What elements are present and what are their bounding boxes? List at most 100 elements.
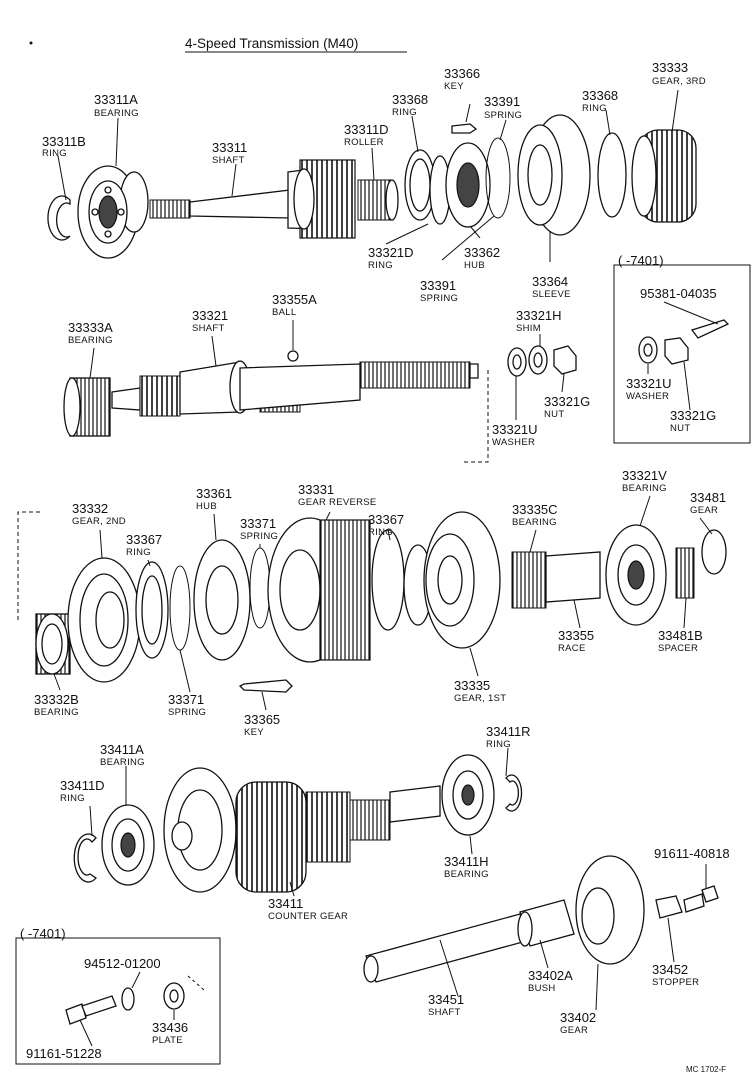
label-33321D-name: RING [368, 260, 393, 271]
left-dashed-bracket [17, 511, 40, 620]
label-33321U-number: 33321U [492, 422, 538, 437]
needle-bearing-33332B [35, 613, 71, 675]
leader-lines [53, 89, 719, 1047]
needle-bearing-33333A [63, 377, 111, 437]
label-33333A-number: 33333A [68, 320, 113, 335]
label-33332-name: GEAR, 2ND [72, 516, 126, 527]
label-33335C-number: 33335C [512, 502, 558, 517]
bearing-33321V [605, 524, 667, 626]
inset-frame-top [613, 264, 751, 444]
label-33311A-name: BEARING [94, 108, 139, 119]
washer-33321U-hole [512, 354, 522, 370]
bearing-33411H [441, 754, 495, 836]
third-gear-33333 [631, 129, 697, 223]
scan-dot [29, 41, 33, 45]
label-33411-name: COUNTER GEAR [268, 911, 348, 922]
bolt-91161-51228 [65, 995, 117, 1025]
label-91611-number: 91611-40818 [654, 846, 730, 861]
label-33411A-number: 33411A [100, 742, 144, 757]
snap-ring-33411D [73, 833, 97, 883]
output-shaft-assembly [63, 345, 577, 463]
label-33367a-number: 33367 [126, 532, 162, 547]
label-95381-number: 95381-04035 [640, 286, 717, 301]
label-33321-name: SHAFT [192, 323, 225, 334]
label-33481-name: GEAR [690, 505, 718, 516]
speedo-gear-33481 [701, 529, 727, 575]
label-33321V-number: 33321V [622, 468, 667, 483]
label-33481B-name: SPACER [658, 643, 698, 654]
label-33366-name: KEY [444, 81, 464, 92]
label-33368b-number: 33368 [582, 88, 618, 103]
label-33366-number: 33366 [444, 66, 480, 81]
shifting-key-33365 [238, 679, 293, 693]
synchro-ring-33368-a-inner [409, 158, 431, 212]
label-33371b-number: 33371 [168, 692, 204, 707]
label-33331-name: GEAR REVERSE [298, 497, 377, 508]
label-33355-number: 33355 [558, 628, 594, 643]
label-33321Ui-number: 33321U [626, 376, 672, 391]
label-33411A-name: BEARING [100, 757, 145, 768]
label-33332-number: 33332 [72, 501, 108, 516]
label-33311-name: SHAFT [212, 155, 245, 166]
needle-bearing-33335C [511, 551, 547, 609]
label-33364-name: SLEEVE [532, 289, 571, 300]
assembly-dashed-line [464, 370, 489, 463]
label-33311D-number: 33311D [344, 122, 389, 137]
label-33333-number: 33333 [652, 60, 688, 75]
label-33321G-name: NUT [544, 409, 564, 420]
label-33411R-name: RING [486, 739, 511, 750]
shifting-key-33366 [451, 123, 478, 134]
inset-dashed-line [187, 975, 205, 991]
label-33391a-number: 33391 [484, 94, 520, 109]
label-33321H-number: 33321H [516, 308, 562, 323]
first-gear-33335 [423, 511, 501, 649]
bearing-33311A [77, 165, 149, 259]
label-33311B-name: RING [42, 148, 67, 159]
inset-range-bottom: ( -7401) [20, 926, 66, 941]
inset-castle-nut-icon [664, 337, 689, 365]
inset-frame-bottom [15, 937, 221, 1065]
label-33361-name: HUB [196, 501, 217, 512]
synchro-ring-33368-b [597, 132, 627, 218]
spacer-33481B [675, 547, 695, 599]
label-33452-number: 33452 [652, 962, 688, 977]
label-33333A-name: BEARING [68, 335, 113, 346]
label-33332B-name: BEARING [34, 707, 79, 718]
label-33451-name: SHAFT [428, 1007, 461, 1018]
label-33371a-number: 33371 [240, 516, 276, 531]
label-33335-number: 33335 [454, 678, 490, 693]
shim-33321H-hole [533, 352, 543, 368]
label-33451-number: 33451 [428, 992, 464, 1007]
label-91161-number: 91161-51228 [26, 1046, 102, 1061]
label-33355-name: RACE [558, 643, 586, 654]
input-shaft-33311 [149, 159, 356, 239]
synchro-ring-33367-a-inner [141, 575, 163, 645]
label-94512-number: 94512-01200 [84, 956, 161, 971]
label-33321V-name: BEARING [622, 483, 667, 494]
synchro-ring-33367-b [371, 529, 405, 631]
snap-ring-33311B [47, 195, 71, 241]
label-33368a-number: 33368 [392, 92, 428, 107]
label-33335-name: GEAR, 1ST [454, 693, 506, 704]
label-33411D-number: 33411D [60, 778, 105, 793]
label-33321U-name: WASHER [492, 437, 535, 448]
race-33355 [545, 551, 601, 603]
label-33361-number: 33361 [196, 486, 232, 501]
label-33311A-number: 33311A [94, 92, 138, 107]
inset-range-top: ( -7401) [618, 253, 664, 268]
label-33355A-name: BALL [272, 307, 296, 318]
inset-variant-pre-7401-bottom: ( -7401) [15, 926, 221, 1065]
label-33391b-name: SPRING [420, 293, 458, 304]
synchro-spring-33371-b [169, 565, 191, 651]
label-33402A-number: 33402A [528, 968, 573, 983]
counter-gear-33411 [163, 767, 441, 893]
reverse-gear-33331 [267, 517, 371, 663]
gear-train-assembly [17, 511, 727, 693]
inset-washer-hole [643, 343, 653, 357]
label-33321H-name: SHIM [516, 323, 541, 334]
label-33371a-name: SPRING [240, 531, 278, 542]
label-33331-number: 33331 [298, 482, 334, 497]
label-33311D-name: ROLLER [344, 137, 384, 148]
label-33368b-name: RING [582, 103, 607, 114]
